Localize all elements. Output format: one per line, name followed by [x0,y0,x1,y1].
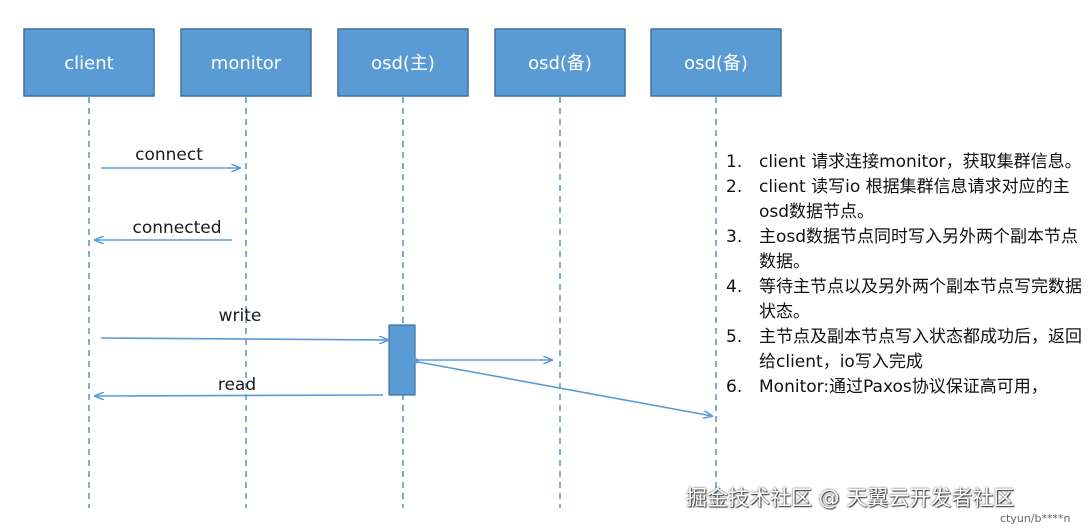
arrow-read [95,395,384,396]
activation-bar-osd-primary [388,324,416,396]
participant-monitor-label: monitor [211,53,282,74]
credit-text: ctyun/b****n [1000,512,1071,525]
step-number: 2. [726,177,743,197]
arrow-write [100,338,388,340]
watermark: 掘金技术社区 @ 天翼云开发者社区 [686,486,1015,510]
step-item: 4. 等待主节点以及另外两个副本节点写完数据状态。 [726,275,1086,325]
step-number: 6. [726,377,743,397]
participant-client-label: client [64,53,113,74]
step-number: 4. [726,277,743,297]
step-item: 6. Monitor:通过Paxos协议保证高可用， [726,375,1086,400]
participant-osd-backup-1: osd(备) [494,28,626,97]
step-text: 主节点及副本节点写入状态都成功后，返回给client，io写入完成 [759,327,1082,372]
step-text: 等待主节点以及另外两个副本节点写完数据状态。 [759,277,1082,322]
message-connect-label: connect [135,145,203,165]
steps-list: 1. client 请求连接monitor，获取集群信息。 2. client 读写… [726,150,1086,400]
step-text: Monitor:通过Paxos协议保证高可用， [759,377,1048,397]
participant-client: client [23,28,155,97]
participant-osd-primary-label: osd(主) [371,53,435,74]
participant-osd-backup-1-label: osd(备) [528,53,592,74]
step-item: 5. 主节点及副本节点写入状态都成功后，返回给client，io写入完成 [726,325,1086,375]
participant-osd-backup-2-label: osd(备) [684,53,748,74]
message-connected-label: connected [132,218,221,238]
step-item: 3. 主osd数据节点同时写入另外两个副本节点数据。 [726,225,1086,275]
step-item: 1. client 请求连接monitor，获取集群信息。 [726,150,1086,175]
step-number: 3. [726,227,743,247]
participant-osd-backup-2: osd(备) [650,28,782,97]
message-write-label: write [219,306,262,326]
step-text: client 请求连接monitor，获取集群信息。 [759,152,1082,172]
step-item: 2. client 读写io 根据集群信息请求对应的主osd数据节点。 [726,175,1086,225]
message-read-label: read [218,375,256,395]
step-number: 5. [726,327,743,347]
arrow-replicate-backup-2 [418,362,712,416]
participant-osd-primary: osd(主) [337,28,469,97]
participant-monitor: monitor [180,28,312,97]
step-text: 主osd数据节点同时写入另外两个副本节点数据。 [759,227,1079,272]
step-number: 1. [726,152,743,172]
step-text: client 读写io 根据集群信息请求对应的主osd数据节点。 [759,177,1070,222]
